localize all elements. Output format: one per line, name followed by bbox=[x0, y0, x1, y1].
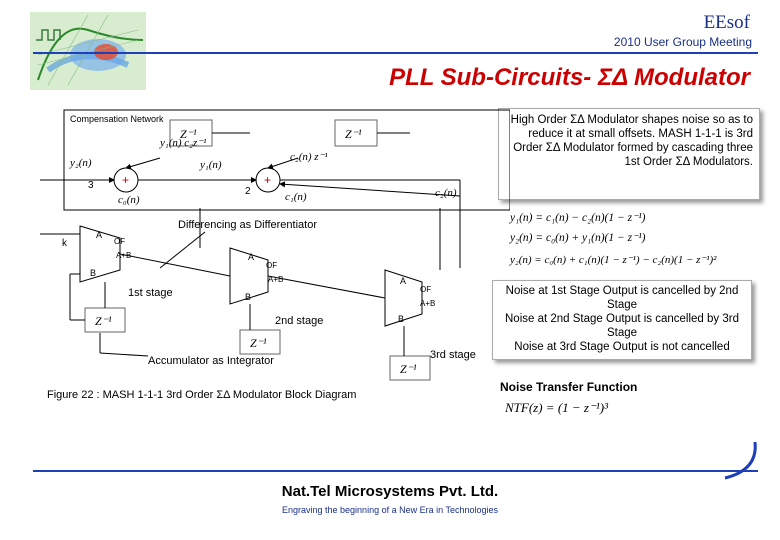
ntf-formula: NTF(z) = (1 − z⁻¹)³ bbox=[505, 400, 608, 415]
equation-1: y₁(n) = c₁(n) − c₂(n)(1 − z⁻¹) bbox=[509, 212, 646, 224]
delay-block-1 bbox=[169, 119, 213, 147]
svg-text:y₂(n): y₂(n) bbox=[69, 157, 92, 169]
adder-stage-3 bbox=[384, 269, 423, 327]
header-divider bbox=[33, 52, 758, 54]
delay-label-2: Z⁻¹ bbox=[345, 127, 362, 141]
svg-text:Z⁻¹: Z⁻¹ bbox=[95, 314, 112, 328]
stage-3-label: 3rd stage bbox=[430, 349, 476, 361]
company-tagline: Engraving the beginning of a New Era in … bbox=[282, 505, 498, 515]
svg-text:y₁(n) c₂z⁻¹: y₁(n) c₂z⁻¹ bbox=[159, 137, 206, 149]
svg-text:+: + bbox=[122, 173, 129, 187]
svg-text:y₁(n): y₁(n) bbox=[199, 159, 222, 171]
compensation-network-box bbox=[63, 109, 510, 211]
delay-block-3 bbox=[84, 307, 126, 333]
svg-text:A: A bbox=[248, 252, 254, 262]
noise-callout: Noise at 1st Stage Output is cancelled b… bbox=[492, 280, 752, 360]
number-3: 3 bbox=[88, 180, 94, 191]
svg-text:OF: OF bbox=[420, 285, 431, 294]
svg-text:A: A bbox=[96, 230, 102, 240]
svg-text:c₂(n): c₂(n) bbox=[435, 187, 457, 199]
svg-text:Z⁻¹: Z⁻¹ bbox=[400, 362, 417, 376]
block-diagram: Z⁻¹ Z⁻¹ + + y₁(n) c₂z⁻¹ y₂(n) y₁(n) c₂(n… bbox=[40, 109, 510, 381]
swirl-decoration bbox=[724, 441, 757, 480]
ntf-title: Noise Transfer Function bbox=[500, 380, 638, 394]
noise-line-2: Noise at 2nd Stage Output is cancelled b… bbox=[505, 313, 739, 339]
delay-label-1: Z⁻¹ bbox=[180, 127, 197, 141]
noise-line-1: Noise at 1st Stage Output is cancelled b… bbox=[505, 285, 739, 311]
svg-text:A+B: A+B bbox=[420, 299, 435, 308]
svg-text:c₀(n): c₀(n) bbox=[118, 194, 140, 206]
svg-text:A: A bbox=[400, 276, 406, 286]
meeting-label: 2010 User Group Meeting bbox=[613, 35, 752, 49]
slide-title: PLL Sub-Circuits- ΣΔ Modulator bbox=[389, 64, 750, 91]
svg-text:OF: OF bbox=[266, 261, 277, 270]
svg-text:OF: OF bbox=[114, 237, 125, 246]
adder-stage-2 bbox=[229, 247, 269, 305]
equation-3: y₂(n) = c₀(n) + c₁(n)(1 − z⁻¹) − c₂(n)(1… bbox=[509, 254, 717, 266]
delay-block-4 bbox=[239, 329, 281, 355]
adder-stage-1 bbox=[79, 225, 121, 283]
delay-block-2 bbox=[334, 119, 378, 147]
svg-text:c₁(n): c₁(n) bbox=[285, 191, 307, 203]
svg-text:B: B bbox=[90, 268, 96, 278]
stage-2-label: 2nd stage bbox=[275, 315, 323, 327]
description-callout: High Order ΣΔ Modulator shapes noise so … bbox=[498, 108, 760, 200]
eesof-logo bbox=[28, 10, 148, 92]
input-k-label: k bbox=[62, 238, 68, 249]
svg-text:B: B bbox=[245, 292, 251, 302]
delay-block-5 bbox=[389, 355, 431, 381]
noise-line-3: Noise at 3rd Stage Output is not cancell… bbox=[514, 341, 730, 353]
svg-text:Z⁻¹: Z⁻¹ bbox=[250, 336, 267, 350]
footer-divider bbox=[33, 470, 758, 472]
svg-text:+: + bbox=[264, 173, 271, 187]
svg-text:c₂(n) z⁻¹: c₂(n) z⁻¹ bbox=[290, 151, 328, 163]
brand-name: EEsof bbox=[703, 12, 750, 33]
compensation-network-label: Compensation Network bbox=[70, 114, 164, 124]
stage-1-label: 1st stage bbox=[128, 287, 173, 299]
equation-2: y₂(n) = c₀(n) + y₁(n)(1 − z⁻¹) bbox=[509, 232, 646, 244]
svg-text:B: B bbox=[398, 314, 404, 324]
equations-block: y₁(n) = c₁(n) − c₂(n)(1 − z⁻¹) y₂(n) = c… bbox=[509, 212, 717, 266]
description-text: High Order ΣΔ Modulator shapes noise so … bbox=[510, 114, 753, 168]
svg-text:A+B: A+B bbox=[268, 275, 283, 284]
number-2: 2 bbox=[245, 186, 251, 197]
figure-caption: Figure 22 : MASH 1-1-1 3rd Order ΣΔ Modu… bbox=[47, 389, 357, 401]
company-name: Nat.Tel Microsystems Pvt. Ltd. bbox=[281, 483, 499, 500]
svg-text:A+B: A+B bbox=[116, 251, 131, 260]
differencing-label: Differencing as Differentiator bbox=[178, 219, 317, 231]
accumulator-label: Accumulator as Integrator bbox=[148, 355, 274, 367]
